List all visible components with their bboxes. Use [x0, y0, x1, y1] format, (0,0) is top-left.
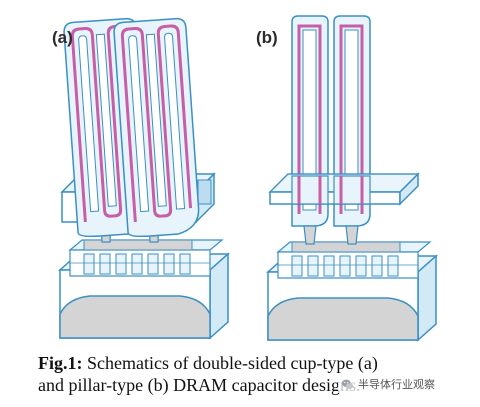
figure-label: Fig.1: [38, 353, 83, 373]
watermark-text: 半导体行业观察 [358, 378, 435, 391]
panel-b-pillar-type [267, 15, 437, 341]
cup-capacitor-right [111, 16, 202, 239]
panel-a-label: (a) [52, 28, 73, 47]
panel-b-label: (b) [256, 28, 278, 47]
caption-line-2: and pillar-type (b) DRAM capacitor desig… [38, 375, 361, 395]
wechat-icon [341, 379, 354, 389]
caption-line-1: Fig.1: Schematics of double-sided cup-ty… [38, 352, 468, 374]
capacitor-schematics [59, 15, 437, 341]
support-layer-b [268, 172, 420, 206]
caption-text-1: Schematics of double-sided cup-type (a) [87, 353, 378, 373]
watermark: 半导体行业观察 [338, 375, 438, 393]
figure-caption: Fig.1: Schematics of double-sided cup-ty… [38, 352, 468, 396]
panel-a-cup-type [59, 16, 229, 339]
